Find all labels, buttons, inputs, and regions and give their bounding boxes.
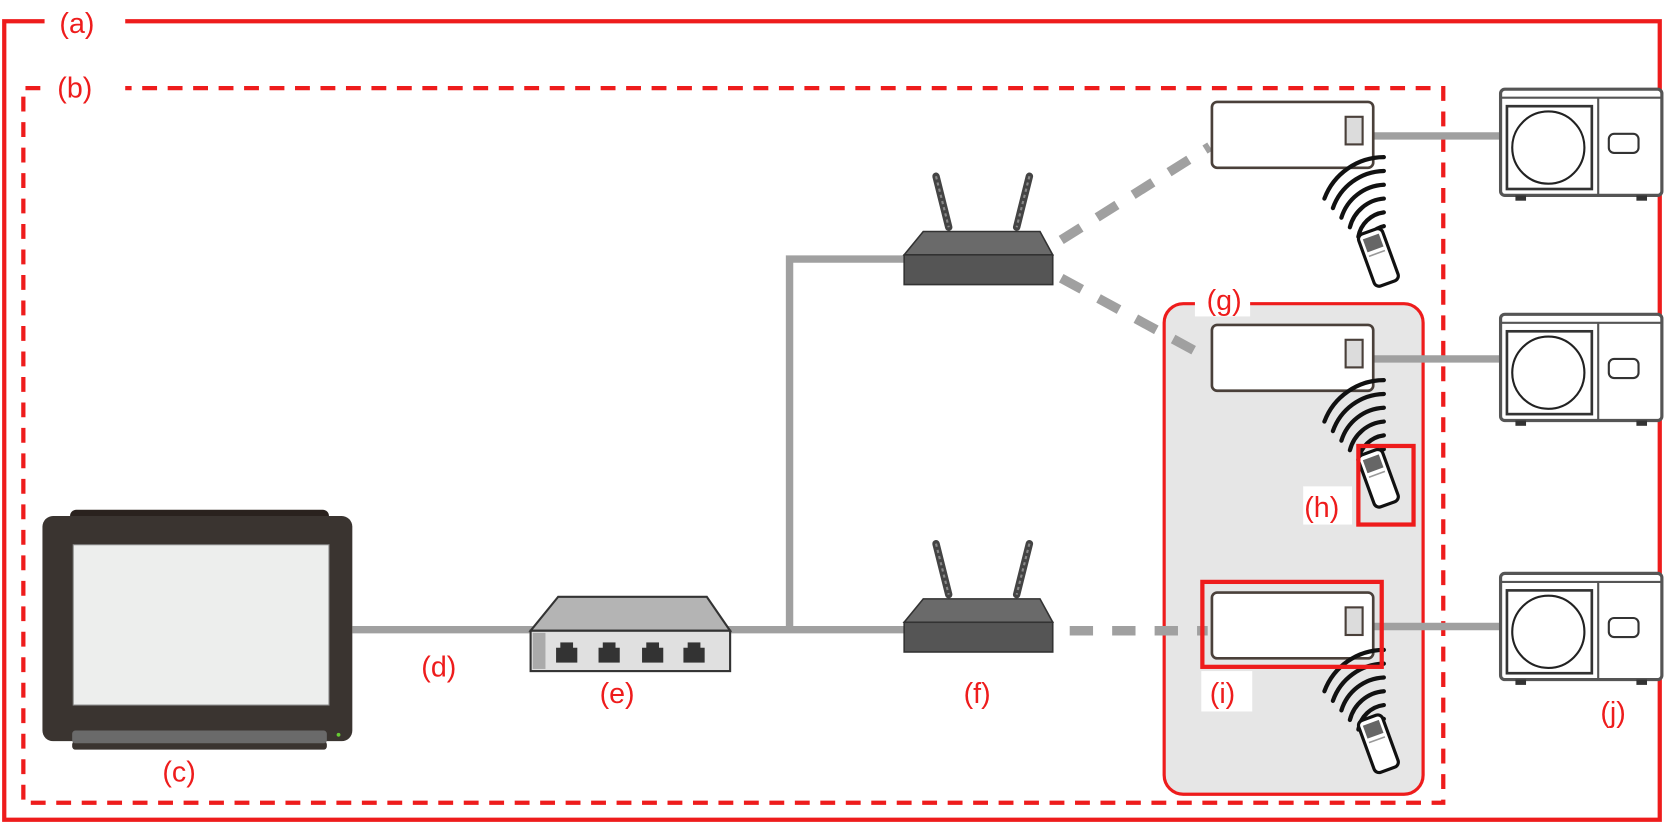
label-c: (c) [162,757,195,789]
outdoor-unit-middle[interactable] [1498,312,1664,428]
label-i: (i) [1210,678,1235,710]
label-e: (e) [600,678,635,710]
label-g: (g) [1207,285,1242,317]
network-boundary-b: (b) [21,73,1446,805]
outdoor-unit-bottom[interactable] [1498,571,1664,687]
label-d: (d) [421,651,456,683]
label-h: (h) [1304,492,1339,524]
label-j: (j) [1600,697,1625,729]
label-b: (b) [57,73,92,105]
label-a: (a) [59,8,94,40]
label-f: (f) [964,678,991,710]
network-switch-e[interactable]: (e) [528,595,733,710]
access-point-f-top[interactable] [904,176,1053,284]
outdoor-unit-top[interactable] [1498,87,1664,203]
system-boundary-a: (a) [2,8,1662,822]
lan-cables [352,132,1503,634]
remote-controller-h-highlight[interactable] [1356,443,1416,527]
wireless-links [1058,142,1213,636]
touch-panel-controller-c[interactable]: (c) [42,509,353,789]
indoor-unit-top[interactable] [1210,100,1402,290]
wifi-adapter-i-highlight[interactable] [1200,579,1384,669]
access-point-f-bottom[interactable]: (f) [904,544,1053,710]
switch-ports [556,642,705,663]
